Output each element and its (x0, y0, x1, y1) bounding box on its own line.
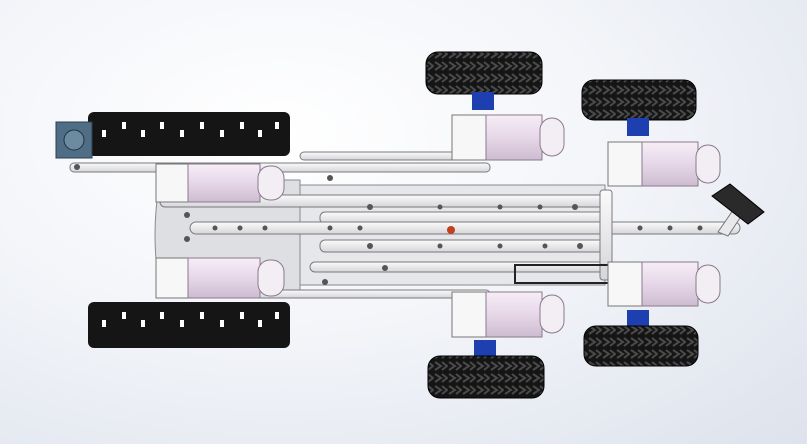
motor-front-1 (451, 114, 565, 161)
center-gear (447, 226, 455, 234)
offroad-wheel-1 (425, 51, 543, 110)
motor-rear-bottom (155, 257, 285, 299)
gripper (711, 183, 765, 237)
link-holes (74, 164, 703, 285)
chassis-link (69, 151, 741, 299)
crawler-track-bottom (88, 302, 290, 348)
motor-front-2 (607, 141, 721, 187)
motor-front-3 (607, 261, 721, 307)
motor-front-4 (451, 291, 565, 338)
crawler-track-top (88, 112, 290, 156)
offroad-wheel-2 (581, 79, 697, 136)
motor-rear-top (155, 163, 285, 203)
offroad-wheel-3 (583, 310, 699, 367)
ultrasonic-sensor (55, 121, 93, 159)
offroad-wheel-4 (427, 340, 545, 399)
